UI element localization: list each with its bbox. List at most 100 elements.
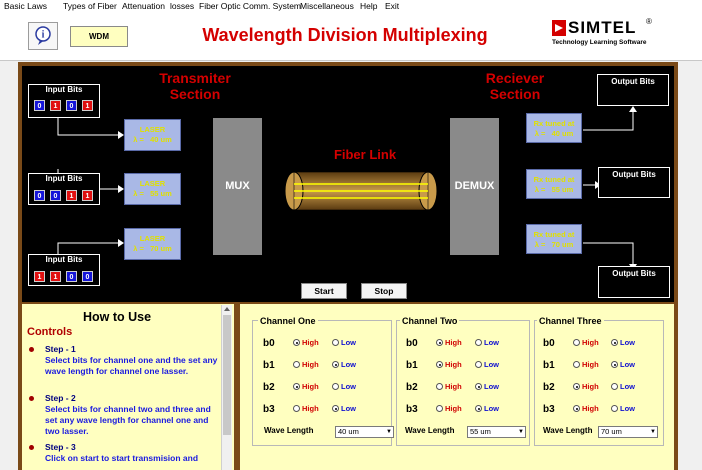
demux-block: DEMUX: [450, 118, 499, 255]
radio-ch3-b0-low[interactable]: [611, 339, 618, 346]
bit-name: b2: [263, 382, 275, 393]
svg-text:i: i: [42, 30, 45, 41]
wavelength-select-ch1[interactable]: 40 um ▼: [335, 426, 394, 438]
input-bit: 0: [66, 100, 77, 111]
chevron-down-icon: ▼: [650, 429, 656, 435]
receiver-section-label: Reciever Section: [485, 70, 545, 102]
radio-ch3-b3-low[interactable]: [611, 405, 618, 412]
bit-name: b3: [406, 404, 418, 415]
arrow-ch3-in: [118, 239, 124, 247]
bit-name: b2: [543, 382, 555, 393]
radio-ch3-b2-high[interactable]: [573, 383, 580, 390]
rx-ch3: Rx tuned at λ = 70 um: [526, 224, 582, 254]
radio-ch1-b1-low[interactable]: [332, 361, 339, 368]
radio-label-low: Low: [341, 360, 356, 369]
radio-ch3-b1-high[interactable]: [573, 361, 580, 368]
start-button[interactable]: Start: [301, 283, 347, 299]
radio-ch1-b3-high[interactable]: [293, 405, 300, 412]
radio-ch1-b3-low[interactable]: [332, 405, 339, 412]
wavelength-value: 40 um: [338, 427, 359, 436]
stop-button[interactable]: Stop: [361, 283, 407, 299]
input-bit: 1: [82, 100, 93, 111]
input-bit: 0: [50, 190, 61, 201]
radio-label-high: High: [582, 404, 599, 413]
step-heading: Step - 3: [45, 442, 76, 452]
menu-miscellaneous[interactable]: Miscellaneous: [300, 1, 354, 11]
input-bits-title: Input Bits: [45, 255, 83, 264]
radio-ch2-b1-high[interactable]: [436, 361, 443, 368]
radio-ch2-b0-low[interactable]: [475, 339, 482, 346]
menu-fiber-optic-comm-system[interactable]: Fiber Optic Comm. System: [199, 1, 302, 11]
rx-label: Rx tuned at: [533, 119, 575, 128]
radio-label-low: Low: [341, 382, 356, 391]
input-bit: 1: [50, 100, 61, 111]
radio-label-low: Low: [620, 338, 635, 347]
menu-losses[interactable]: losses: [170, 1, 195, 11]
radio-ch3-b3-high[interactable]: [573, 405, 580, 412]
step-bullet: [29, 396, 34, 401]
wavelength-value: 70 um: [601, 427, 622, 436]
fiber-link-label: Fiber Link: [333, 147, 397, 162]
rx-ch2: Rx tuned at λ = 55 um: [526, 169, 582, 199]
wdm-button[interactable]: WDM: [70, 26, 128, 47]
input-bits-ch2: Input Bits 0 0 1 1: [28, 173, 100, 205]
wave-length-label: Wave Length: [264, 426, 314, 435]
info-button[interactable]: i: [28, 22, 58, 50]
line-ch1-out: [583, 110, 634, 131]
radio-ch3-b1-low[interactable]: [611, 361, 618, 368]
radio-label-low: Low: [484, 338, 499, 347]
wavelength-select-ch2[interactable]: 55 um ▼: [467, 426, 526, 438]
rx-label: Rx tuned at: [533, 230, 575, 239]
mux-block: MUX: [213, 118, 262, 255]
step-text: Select bits for channel two and three an…: [45, 404, 211, 436]
radio-ch2-b2-high[interactable]: [436, 383, 443, 390]
laser-label: LASER: [139, 179, 166, 188]
radio-ch1-b0-high[interactable]: [293, 339, 300, 346]
radio-ch2-b2-low[interactable]: [475, 383, 482, 390]
rx-wavelength: λ = 40 um: [534, 129, 574, 138]
bit-name: b3: [263, 404, 275, 415]
radio-label-low: Low: [341, 404, 356, 413]
menu-exit[interactable]: Exit: [385, 1, 400, 11]
menu-types-of-fiber[interactable]: Types of Fiber: [63, 1, 117, 11]
step-text: Select bits for channel one and the set …: [45, 355, 218, 376]
radio-ch2-b3-high[interactable]: [436, 405, 443, 412]
scroll-thumb[interactable]: [223, 315, 231, 435]
radio-ch1-b1-high[interactable]: [293, 361, 300, 368]
simtel-logo-mark: [552, 20, 566, 36]
wavelength-select-ch3[interactable]: 70 um ▼: [598, 426, 658, 438]
how-to-use-title: How to Use: [82, 310, 152, 324]
laser-label: LASER: [139, 234, 166, 243]
page-title: Wavelength Division Multiplexing: [202, 25, 488, 45]
chevron-down-icon: ▼: [518, 429, 524, 435]
radio-ch2-b3-low[interactable]: [475, 405, 482, 412]
line-ch1-in: [57, 117, 118, 136]
menu-help[interactable]: Help: [360, 1, 378, 11]
radio-ch2-b0-high[interactable]: [436, 339, 443, 346]
output-bits-title: Output Bits: [612, 269, 656, 278]
arrow-ch2-in: [118, 185, 124, 193]
rx-wavelength: λ = 55 um: [534, 185, 574, 194]
radio-label-low: Low: [484, 404, 499, 413]
wave-length-label: Wave Length: [405, 426, 455, 435]
input-bit: 1: [82, 190, 93, 201]
radio-ch3-b2-low[interactable]: [611, 383, 618, 390]
input-bit: 0: [66, 271, 77, 282]
radio-ch1-b2-low[interactable]: [332, 383, 339, 390]
bit-name: b1: [406, 360, 418, 371]
radio-ch1-b2-high[interactable]: [293, 383, 300, 390]
radio-ch1-b0-low[interactable]: [332, 339, 339, 346]
input-bit: 1: [50, 271, 61, 282]
scroll-up-arrow[interactable]: [224, 307, 230, 311]
laser-wavelength: λ = 40 um: [133, 135, 172, 144]
menu-basic-laws[interactable]: Basic Laws: [4, 1, 47, 11]
logo-text: SIMTEL: [568, 18, 637, 37]
logo-tagline: Technology Learning Software: [552, 39, 647, 46]
bit-name: b1: [543, 360, 555, 371]
radio-label-high: High: [445, 360, 462, 369]
controls-heading: Controls: [27, 326, 73, 338]
radio-ch3-b0-high[interactable]: [573, 339, 580, 346]
menu-attenuation[interactable]: Attenuation: [122, 1, 166, 11]
how-to-scrollbar[interactable]: [221, 305, 232, 470]
radio-ch2-b1-low[interactable]: [475, 361, 482, 368]
